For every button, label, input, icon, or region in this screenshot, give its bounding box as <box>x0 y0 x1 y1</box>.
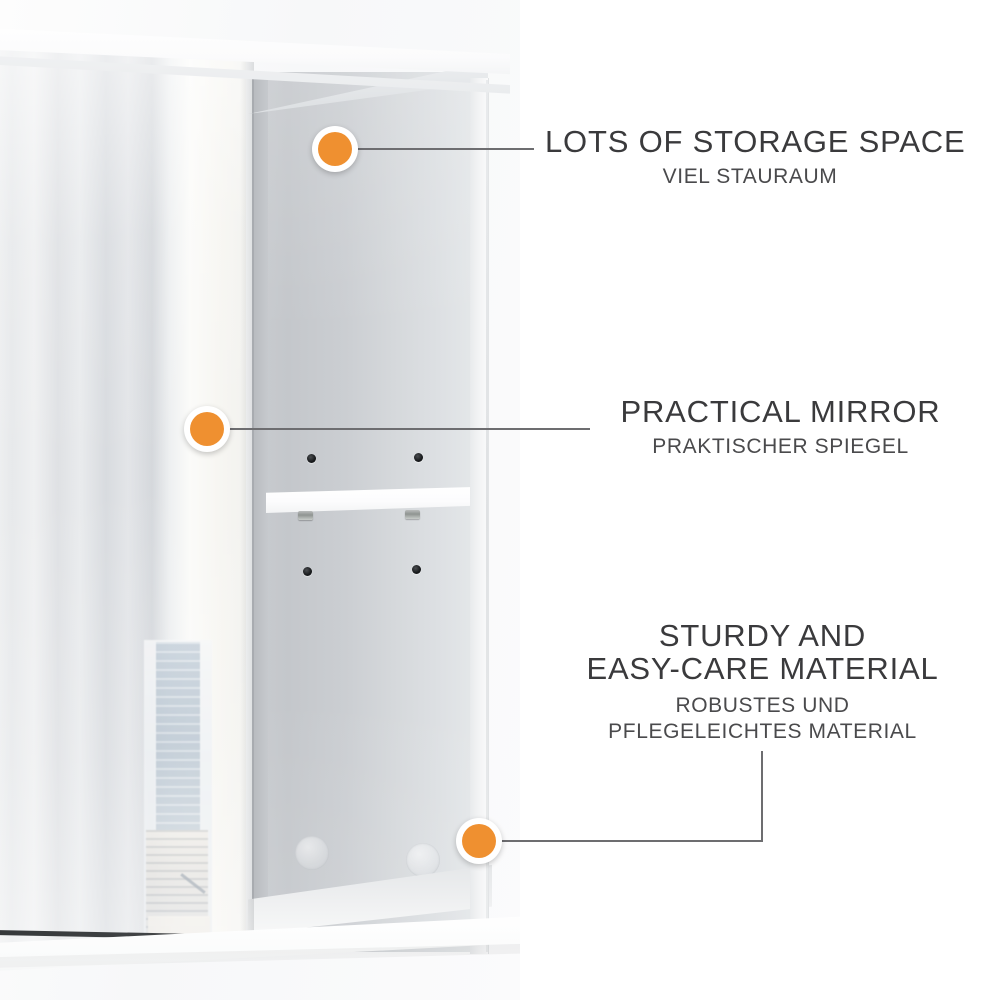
callout-marker-mirror[interactable] <box>184 406 230 452</box>
reflection-tower <box>156 642 200 838</box>
callout-storage-subtitle: VIEL STAURAUM <box>662 164 838 188</box>
marker-dot-icon <box>190 412 224 446</box>
callout-storage: LOTS OF STORAGE SPACE VIEL STAURAUM <box>545 124 966 188</box>
callout-mirror-subtitle: PRAKTISCHER SPIEGEL <box>652 434 909 458</box>
callout-material-title-line1: STURDY AND <box>658 618 867 653</box>
callout-connector-mirror <box>228 428 590 430</box>
shelf-pin-hole <box>303 567 312 576</box>
shelf-pin-hole <box>307 454 316 463</box>
marker-dot-icon <box>462 824 496 858</box>
cabinet-inner-left-wall <box>252 72 268 952</box>
door-edge-shadow <box>240 46 254 946</box>
callout-marker-storage[interactable] <box>312 126 358 172</box>
callout-material-subtitle-line1: ROBUSTES UND <box>675 693 850 717</box>
callout-connector-storage <box>356 148 534 150</box>
product-photo <box>0 0 520 1000</box>
shelf-support-clip <box>405 510 420 519</box>
callout-material-title-line2: EASY-CARE MATERIAL <box>586 650 939 686</box>
cabinet-side-panel <box>470 78 489 954</box>
callout-marker-material[interactable] <box>456 818 502 864</box>
shelf-support-clip <box>298 511 313 520</box>
cabinet-side-panel-edge <box>486 80 488 952</box>
callout-material: STURDY AND EASY-CARE MATERIAL ROBUSTES U… <box>560 618 965 745</box>
callout-mirror-title: PRACTICAL MIRROR <box>620 394 941 429</box>
callout-connector-material-horizontal <box>500 840 763 842</box>
callout-storage-title: LOTS OF STORAGE SPACE <box>545 124 966 159</box>
marker-dot-icon <box>318 132 352 166</box>
screw-cover-cap <box>406 843 440 877</box>
shelf-pin-hole <box>414 453 423 462</box>
mirror-reflection-cityscape <box>144 640 212 948</box>
shelf-pin-hole <box>412 565 421 574</box>
callout-mirror: PRACTICAL MIRROR PRAKTISCHER SPIEGEL <box>603 394 958 458</box>
callout-connector-material-vertical <box>761 751 763 842</box>
callout-material-subtitle-line2: PFLEGELEICHTES MATERIAL <box>608 719 917 743</box>
mirror-door <box>0 44 246 948</box>
screw-cover-cap <box>295 836 329 870</box>
